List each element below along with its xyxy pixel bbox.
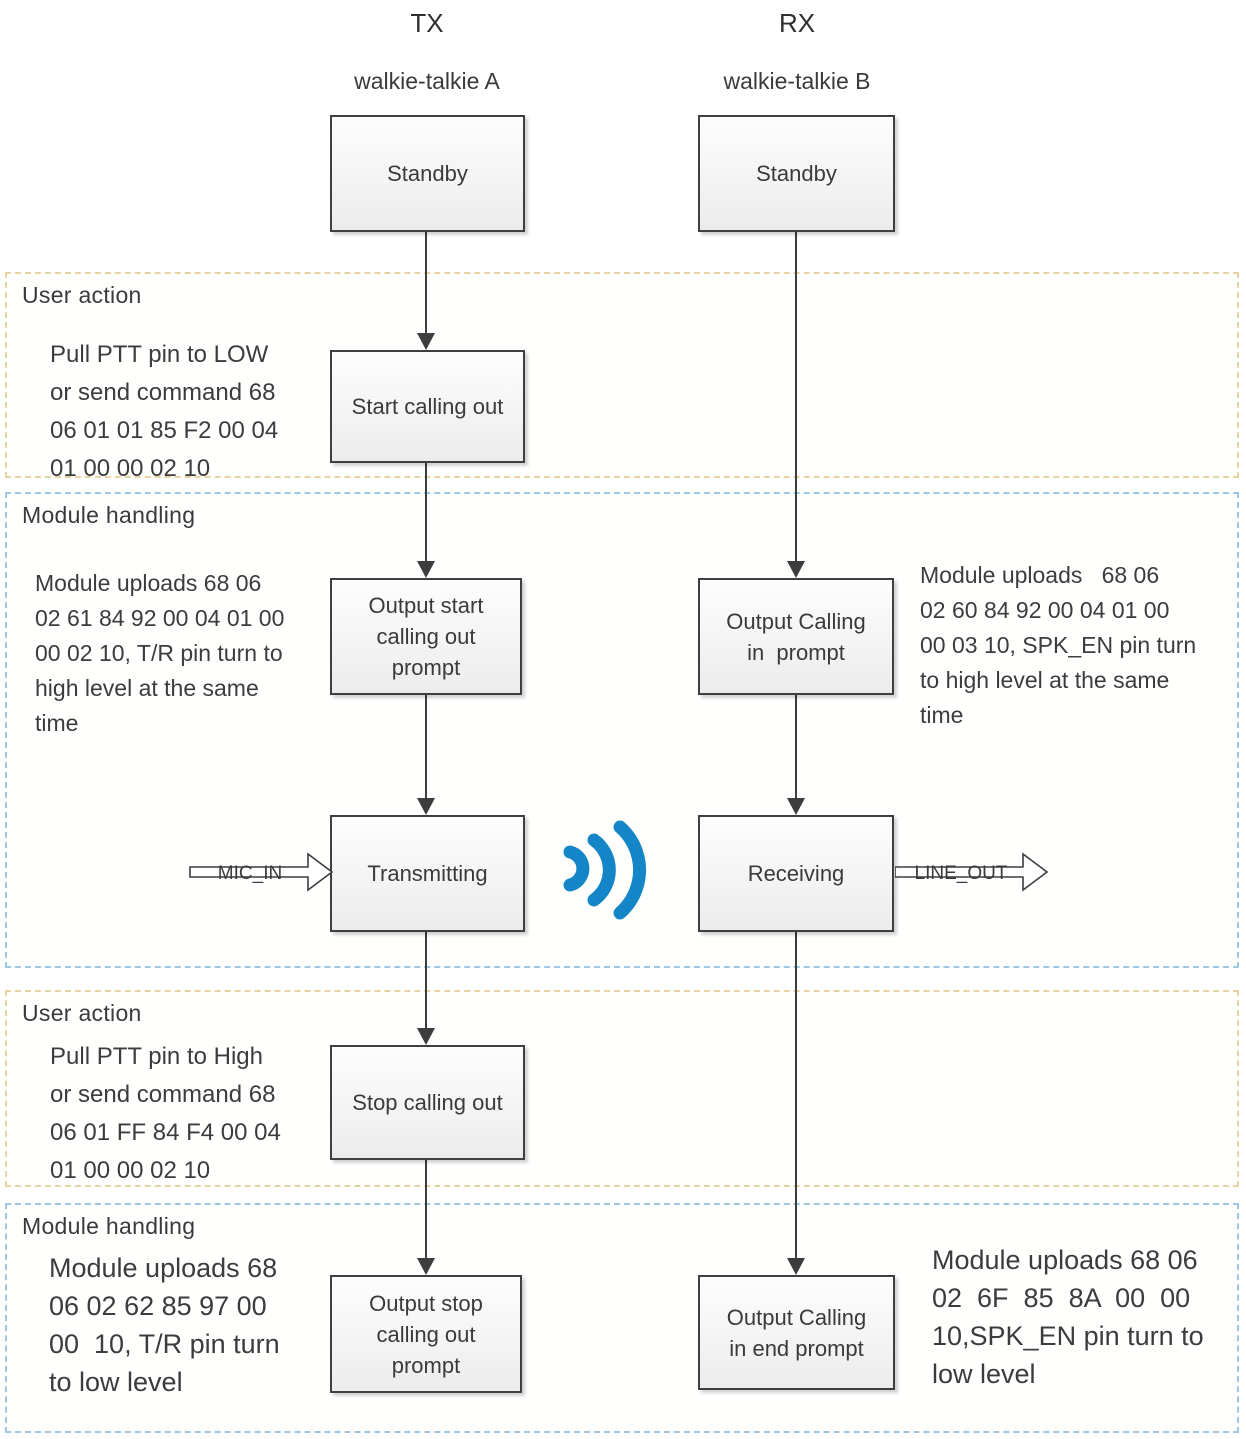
line-out-arrow: LINE_OUT <box>895 852 1049 892</box>
node-standby-b: Standby <box>698 115 895 232</box>
connector-standbyB-outputcallingin <box>795 232 797 563</box>
user-action-1-note: Pull PTT pin to LOW or send command 68 0… <box>50 341 279 482</box>
node-label: Standby <box>387 161 468 186</box>
node-label: Start calling out <box>351 394 504 419</box>
column-header-rx: RX <box>778 8 816 38</box>
line-out-label: LINE_OUT <box>915 863 1008 884</box>
band-module-handling-1: Module handling Module uploads 68 06 02 … <box>5 492 1239 968</box>
module-2-note-right: Module uploads 68 06 02 6F 85 8A 00 00 1… <box>932 1245 1204 1389</box>
connector-outputstart-transmitting <box>425 695 427 800</box>
user-action-2-note: Pull PTT pin to High or send command 68 … <box>50 1043 281 1184</box>
arrowhead <box>787 561 805 578</box>
device-label-a: walkie-talkie A <box>354 68 500 94</box>
mic-in-arrow: MIC_IN <box>189 852 334 892</box>
node-label: Stop calling out <box>352 1090 503 1115</box>
band-title: User action <box>22 282 142 308</box>
node-label: Output stop calling out prompt <box>369 1290 483 1378</box>
node-transmitting: Transmitting <box>330 815 525 932</box>
module-1-note-right: Module uploads 68 06 02 60 84 92 00 04 0… <box>920 562 1197 728</box>
band-user-action-1: User action Pull PTT pin to LOW or send … <box>5 272 1239 482</box>
node-label: Output start calling out prompt <box>368 593 484 680</box>
arrowhead <box>417 561 435 578</box>
arrowhead <box>787 1258 805 1275</box>
node-output-start-calling-prompt: Output start calling out prompt <box>330 578 522 695</box>
node-label: Output Calling in end prompt <box>726 1304 867 1361</box>
arrowhead <box>787 798 805 815</box>
module-2-note-left: Module uploads 68 06 02 62 85 97 00 00 1… <box>49 1253 280 1397</box>
band-title: Module handling <box>22 1213 196 1239</box>
band-title: Module handling <box>22 502 196 528</box>
connector-stopcalling-outputstop <box>425 1160 427 1260</box>
connector-outputcallingin-receiving <box>795 695 797 800</box>
arrowhead <box>417 1028 435 1045</box>
band-title: User action <box>22 1000 142 1026</box>
arrowhead <box>417 798 435 815</box>
arrowhead <box>417 1258 435 1275</box>
connector-standbyA-startcalling <box>425 232 427 335</box>
connector-receiving-outputcallingend <box>795 932 797 1260</box>
connector-startcalling-outputstart <box>425 463 427 563</box>
module-1-note-left: Module uploads 68 06 02 61 84 92 00 04 0… <box>35 570 285 736</box>
arrowhead <box>417 333 435 350</box>
band-user-action-2: User action Pull PTT pin to High or send… <box>5 990 1239 1187</box>
connector-transmitting-stopcalling <box>425 932 427 1030</box>
node-receiving: Receiving <box>698 815 894 932</box>
node-output-calling-in-prompt: Output Calling in prompt <box>698 578 894 695</box>
node-stop-calling-out: Stop calling out <box>330 1045 525 1160</box>
node-standby-a: Standby <box>330 115 525 232</box>
mic-in-label: MIC_IN <box>218 863 282 884</box>
node-label: Standby <box>756 161 837 186</box>
node-label: Output Calling in prompt <box>726 608 866 665</box>
node-start-calling-out: Start calling out <box>330 350 525 463</box>
column-header-tx: TX <box>410 8 444 38</box>
radio-wave-icon <box>563 820 647 920</box>
device-label-b: walkie-talkie B <box>723 68 871 94</box>
node-output-stop-calling-prompt: Output stop calling out prompt <box>330 1275 522 1393</box>
node-label: Transmitting <box>367 861 488 886</box>
node-output-calling-in-end-prompt: Output Calling in end prompt <box>698 1275 895 1390</box>
node-label: Receiving <box>747 861 845 886</box>
band-module-handling-2: Module handling Module uploads 68 06 02 … <box>5 1203 1239 1433</box>
